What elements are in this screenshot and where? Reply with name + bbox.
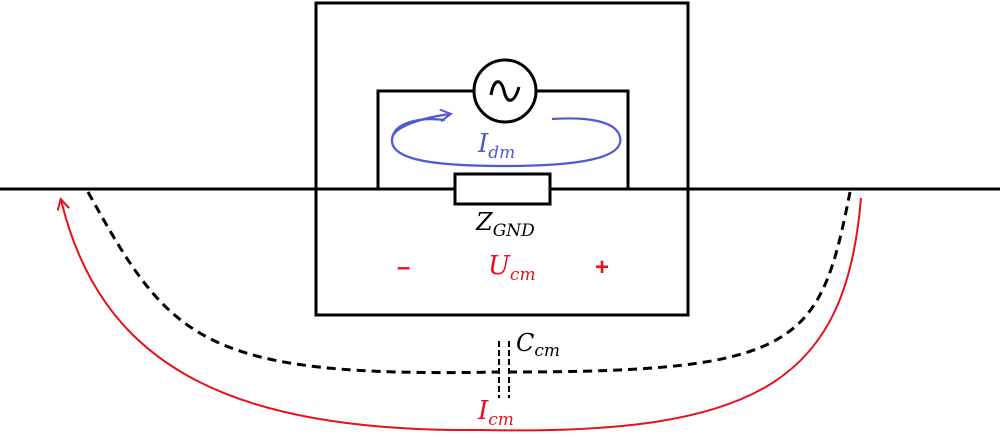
idm-label: Idm [477,129,515,163]
icm-label: Icm [477,396,514,430]
idm-arrow-head [390,114,450,141]
ucm-label: Ucm [488,251,536,285]
zgnd-resistor [453,172,552,206]
dm-circuit-loop-right [536,89,630,191]
ac-source-sine-icon [489,80,521,102]
equipment-enclosure [314,1,690,317]
ccm-capacitor [498,341,510,398]
parasitic-path-left [86,191,501,375]
ac-source [472,58,538,124]
ucm-plus-sign: + [595,254,609,281]
ccm-label: Ccm [516,329,560,361]
icm-current-loop [61,198,862,432]
parasitic-path-right [507,191,852,374]
zgnd-label: ZGND [475,208,535,241]
dm-circuit-loop [376,89,474,191]
ucm-minus-sign: – [397,254,410,281]
